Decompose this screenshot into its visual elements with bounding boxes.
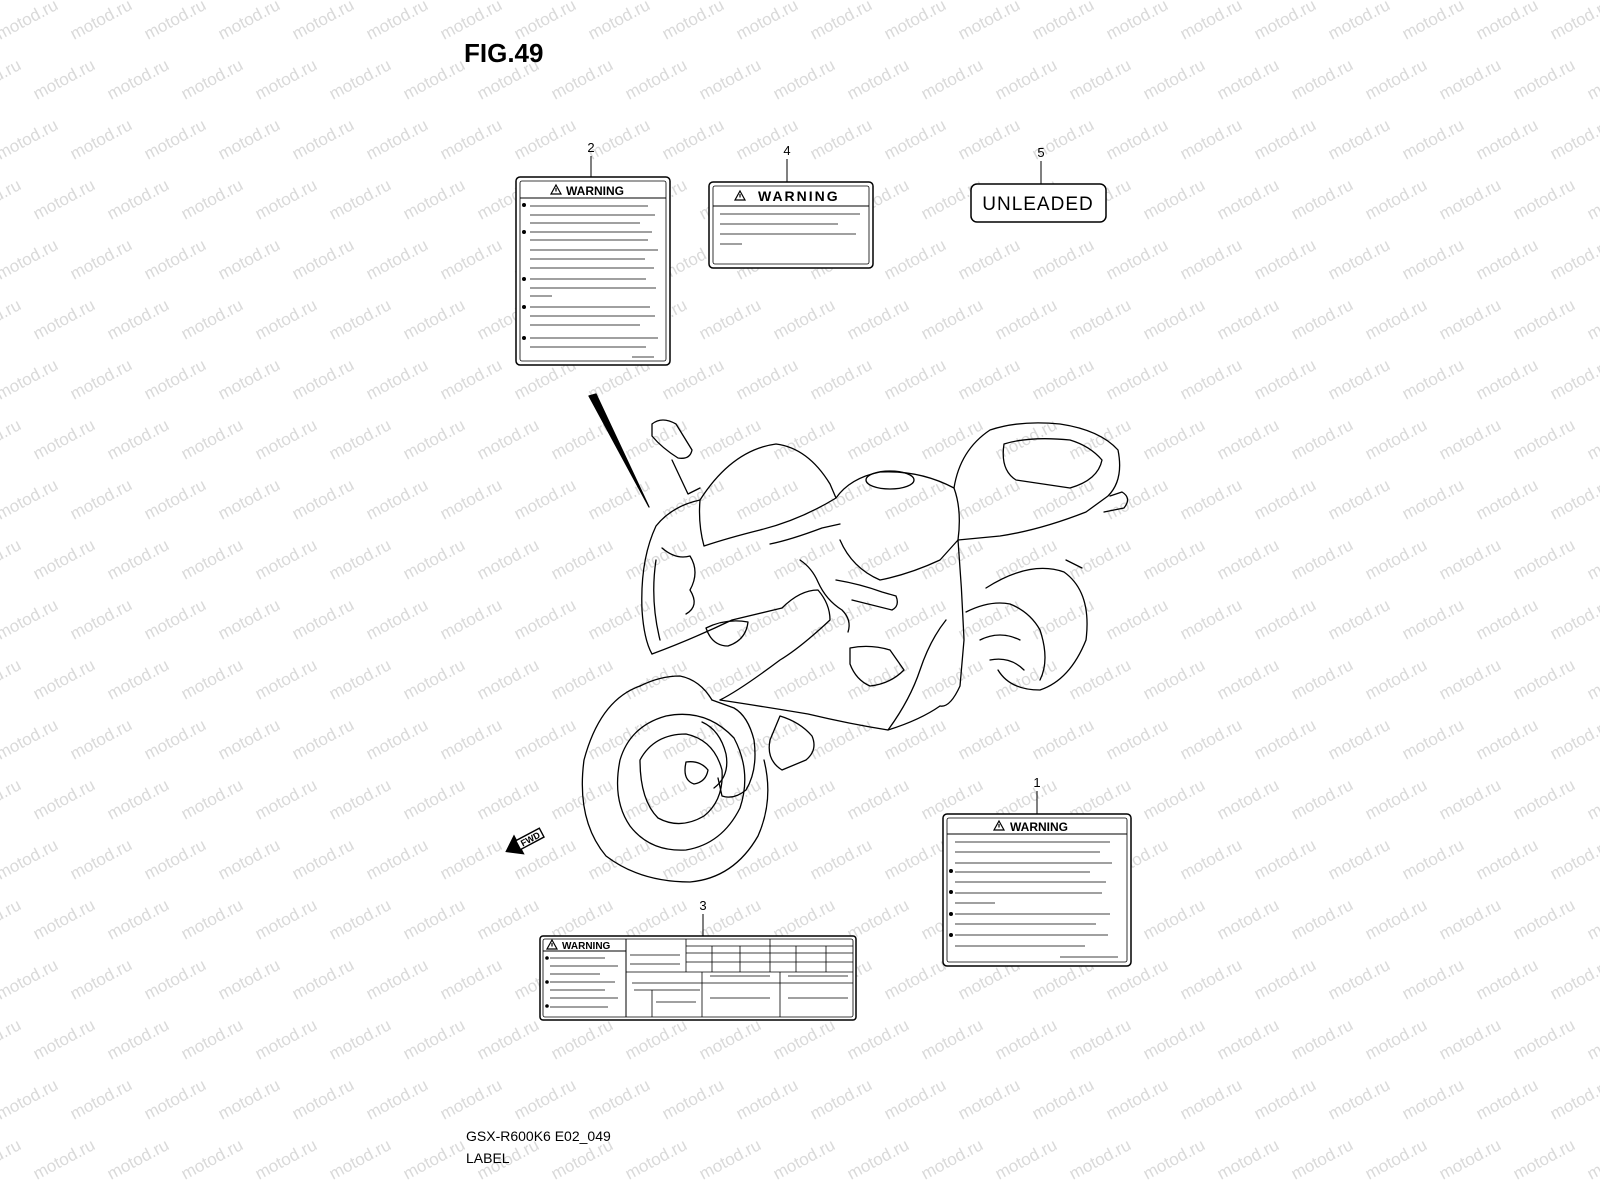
label-3-warning-sticker[interactable]: WARNING: [539, 935, 857, 1021]
callout-5-number: 5: [1037, 145, 1044, 160]
callout-3-number: 3: [699, 898, 706, 913]
label-5-unleaded-sticker[interactable]: UNLEADED: [970, 183, 1107, 223]
fwd-direction-arrow: FWD: [505, 827, 545, 855]
callout-4-number: 4: [783, 143, 790, 158]
pointer-wedge: [588, 393, 650, 508]
callout-4[interactable]: 4: [783, 143, 791, 182]
callout-3[interactable]: 3: [699, 898, 707, 936]
figure-title: FIG.49: [464, 38, 544, 68]
section-name: LABEL: [466, 1150, 510, 1166]
label-4-warning-text: WARNING: [758, 188, 840, 204]
callout-1-number: 1: [1033, 775, 1040, 790]
model-code: GSX-R600K6 E02_049: [466, 1128, 611, 1144]
motorcycle-outline: [581, 393, 1129, 883]
label-2-warning-sticker[interactable]: WARNING: [515, 176, 671, 366]
label-3-warning-text: WARNING: [562, 941, 611, 952]
label-2-warning-text: WARNING: [566, 184, 624, 198]
callout-5[interactable]: 5: [1037, 145, 1045, 184]
label-4-warning-sticker[interactable]: WARNING: [708, 181, 874, 269]
label-1-warning-sticker[interactable]: WARNING: [942, 813, 1132, 967]
label-1-warning-text: WARNING: [1010, 820, 1068, 834]
callout-2-number: 2: [587, 140, 594, 155]
callout-2[interactable]: 2: [587, 140, 595, 177]
label-5-unleaded-text: UNLEADED: [982, 194, 1093, 215]
callout-1[interactable]: 1: [1033, 775, 1041, 814]
